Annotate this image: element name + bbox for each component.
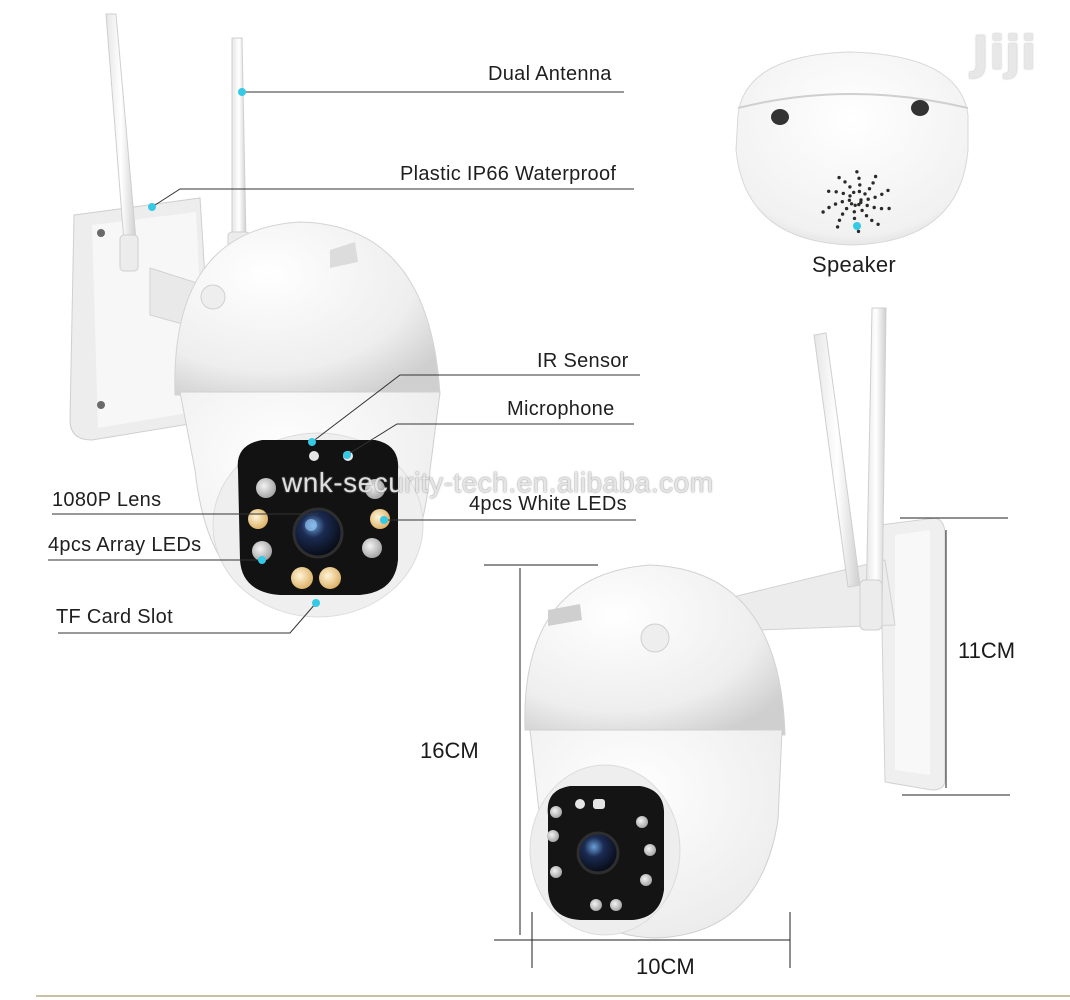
speaker-hole [857,189,862,194]
speaker-closeup [735,51,969,246]
camera-dimension-view [524,307,946,939]
label-microphone: Microphone [507,398,615,420]
speaker-hole [870,218,874,223]
leader-lines [48,91,640,634]
speaker-hole [859,198,863,202]
speaker-hole [887,206,891,211]
speaker-hole [867,187,872,191]
speaker-hole [837,175,841,180]
dimension-mount-height: 11CM [958,638,1016,663]
speaker-hole [821,210,825,214]
speaker-hole [827,189,831,193]
label-speaker: Speaker [812,252,897,277]
speaker-hole [849,202,854,206]
speaker-hole [847,198,852,202]
callout-dots [148,88,861,607]
label-waterproof: Plastic IP66 Waterproof [400,163,617,185]
speaker-hole [865,203,869,208]
speaker-hole [835,225,840,229]
speaker-hole [840,212,845,216]
dimension-lines [484,517,1010,968]
speaker-hole [864,214,869,218]
speaker-hole [873,174,878,179]
speaker-hole [857,176,861,180]
speaker-hole [852,190,856,195]
lens-1080p [292,507,344,559]
speaker-hole [827,205,831,210]
speaker-hole [880,192,884,196]
label-white-leds: 4pcs White LEDs [469,493,627,515]
speaker-hole [848,185,852,189]
speaker-hole [852,210,856,214]
speaker-hole [852,216,857,221]
speaker-hole [879,206,884,211]
label-lens: 1080P Lens [52,489,162,511]
speaker-hole [860,208,864,213]
speaker-hole [853,203,857,207]
speaker-hole [837,218,842,222]
speaker-hole [857,202,861,207]
camera-dome [174,221,441,396]
speaker-hole [876,222,880,226]
speaker-hole [844,206,849,211]
label-ir-sensor: IR Sensor [537,350,629,372]
speaker-hole [886,188,890,193]
antenna-left [105,13,139,272]
speaker-hole [840,200,844,204]
speaker-hole [834,190,838,194]
speaker-hole [863,192,867,196]
speaker-hole [833,202,838,206]
speaker-hole [858,183,862,187]
label-dual-antenna: Dual Antenna [488,63,612,85]
label-array-leds: 4pcs Array LEDs [48,534,202,556]
dimension-width: 10CM [636,954,695,979]
speaker-hole [855,170,859,174]
camera-main [69,13,441,618]
led-array [248,478,390,589]
speaker-hole [866,197,870,201]
label-tf-slot: TF Card Slot [56,606,173,628]
watermark-text: wnk-security-tech.en.alibaba.com [282,467,714,498]
dimension-height: 16CM [420,738,479,763]
speaker-hole [871,181,875,185]
speaker-hole [843,180,847,184]
speaker-hole [872,205,876,210]
speaker-hole [856,229,861,234]
speaker-hole [848,194,852,198]
speaker-hole [841,191,845,196]
speaker-hole [873,195,877,199]
antenna-right [227,37,251,269]
jiji-logo: Jiji [972,26,1037,80]
